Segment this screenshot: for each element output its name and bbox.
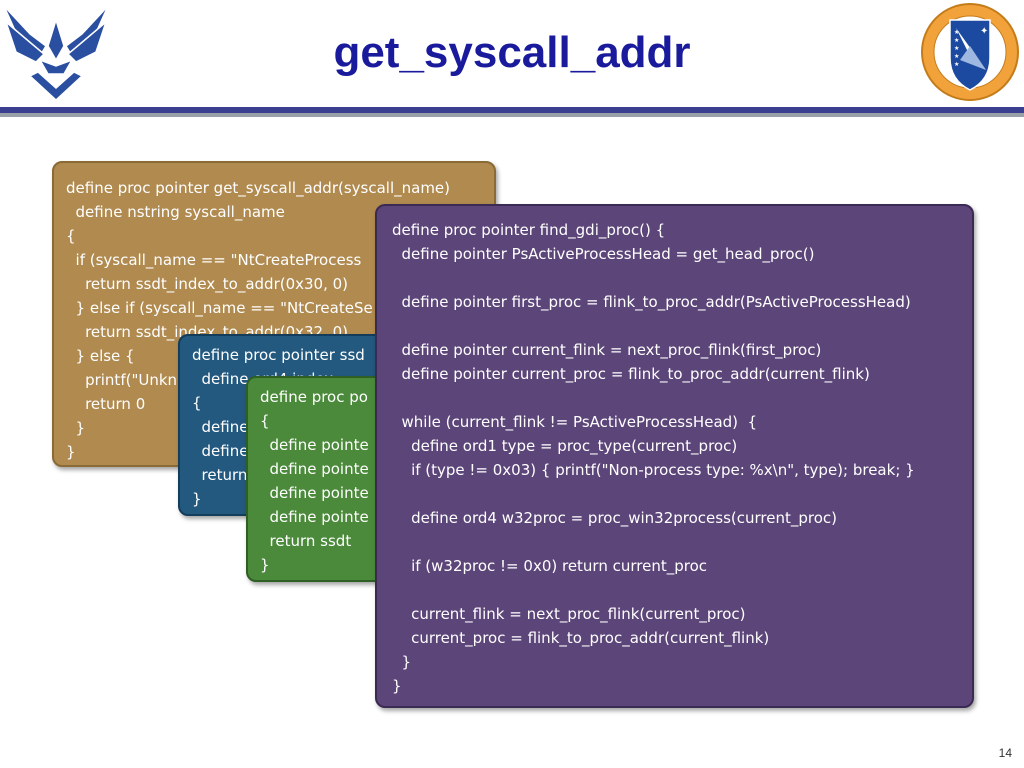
code-text: define proc pointer get_syscall_addr(sys… xyxy=(66,179,451,461)
header-divider xyxy=(0,107,1024,113)
svg-text:✦: ✦ xyxy=(980,26,988,37)
code-text: define proc pointer ssd define ord4 inde… xyxy=(192,346,365,508)
svg-text:★: ★ xyxy=(954,45,959,52)
svg-text:★: ★ xyxy=(954,29,959,36)
code-text: define proc po { define pointe define po… xyxy=(260,388,369,574)
air-force-wings-logo xyxy=(0,0,112,106)
code-text: define proc pointer find_gdi_proc() { de… xyxy=(392,221,915,695)
code-box-green: define proc po { define pointe define po… xyxy=(246,376,394,582)
page-number: 14 xyxy=(998,746,1012,760)
svg-text:★: ★ xyxy=(954,37,959,44)
svg-text:★: ★ xyxy=(954,53,959,60)
code-box-find-gdi-proc: define proc pointer find_gdi_proc() { de… xyxy=(375,204,974,708)
afrl-seal-logo: ✦ ★★★ ★★ xyxy=(916,0,1024,104)
slide-title: get_syscall_addr xyxy=(333,28,691,77)
header-divider-shadow xyxy=(0,113,1024,117)
svg-text:★: ★ xyxy=(954,61,959,68)
